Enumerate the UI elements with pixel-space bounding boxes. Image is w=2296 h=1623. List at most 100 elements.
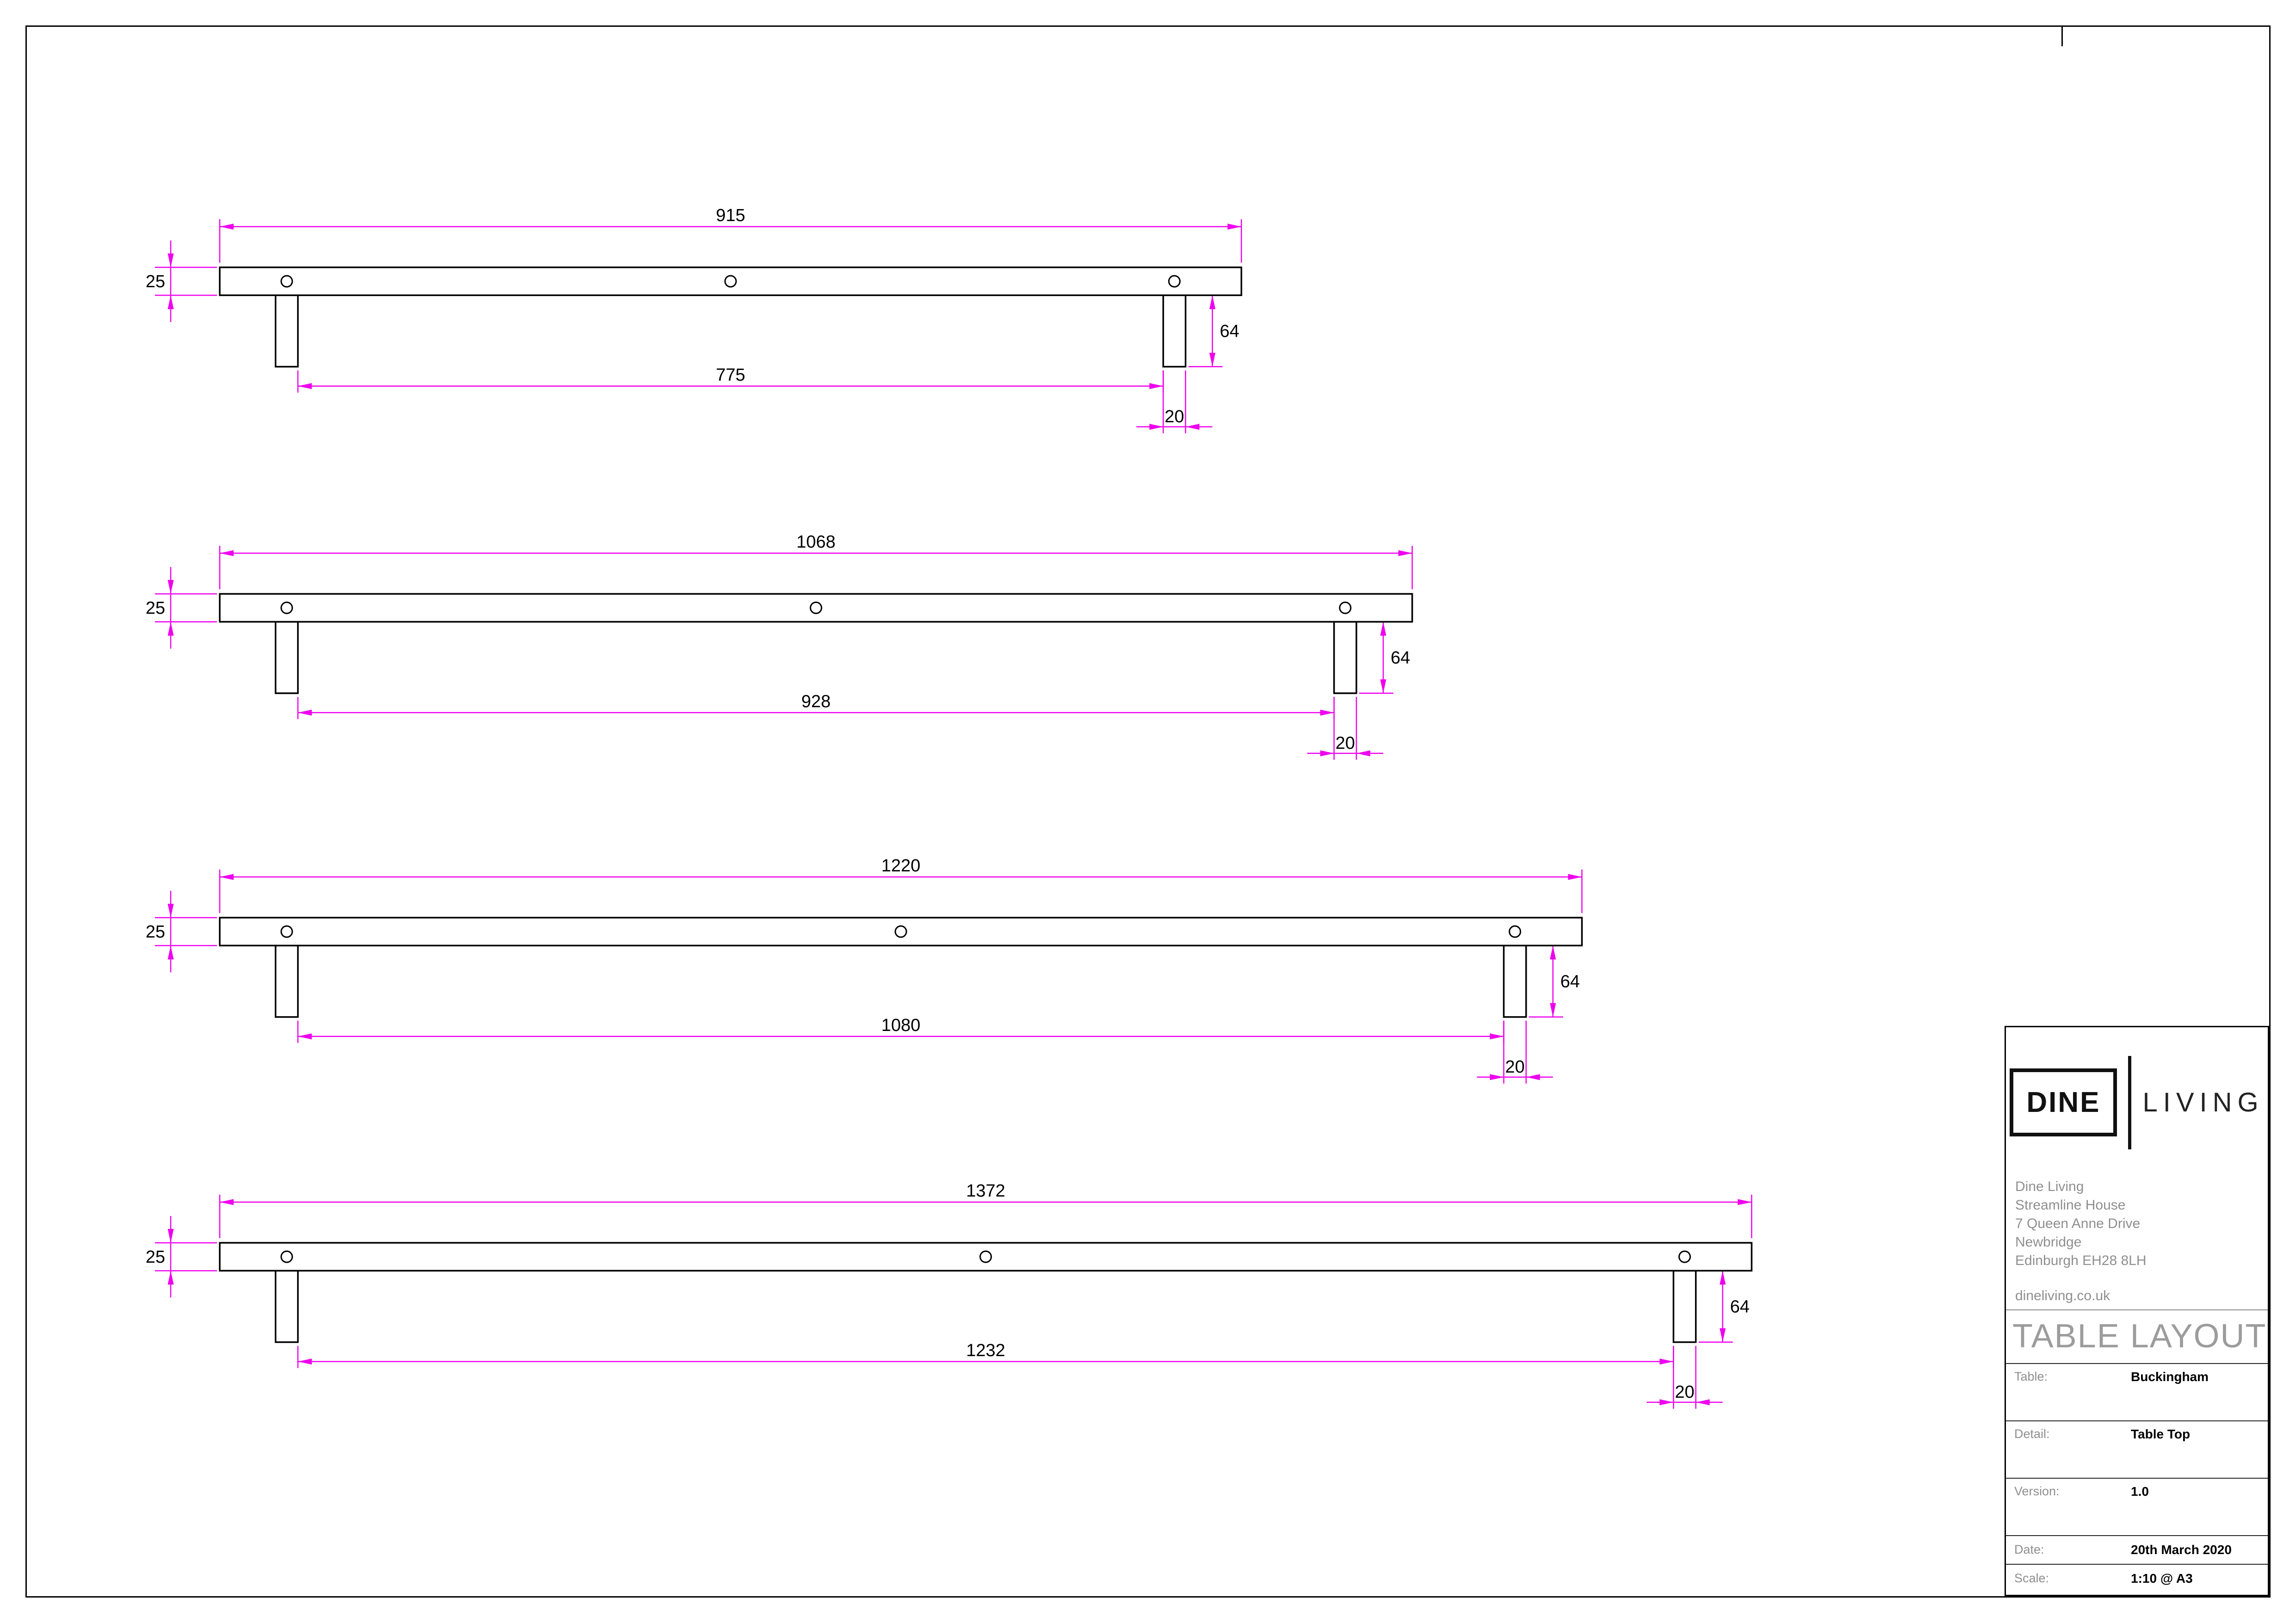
field-label: Scale: [2014, 1571, 2049, 1585]
dimension-label: 928 [801, 692, 830, 711]
dimension-label: 64 [1730, 1297, 1750, 1317]
table-leg-right [1672, 1270, 1697, 1343]
dimension-arrow [297, 710, 312, 716]
dimension-arrow [1149, 383, 1163, 389]
dimension-arrow [167, 580, 174, 594]
company-address: Dine Living Streamline House 7 Queen Ann… [2006, 1178, 2268, 1309]
dimension-label: 64 [1391, 648, 1410, 668]
fixing-hole [1678, 1250, 1691, 1263]
sheet-title: TABLE LAYOUT [2006, 1309, 2268, 1363]
field-value: Table Top [2131, 1427, 2191, 1441]
dimension-arrow [167, 904, 174, 918]
drawing-table-top-1372: 1372 25 64 1232 20 [146, 1181, 1753, 1409]
dimension-label: 1232 [966, 1341, 1005, 1360]
field-table: Table: Buckingham [2006, 1363, 2268, 1420]
dimension-arrow [1380, 679, 1386, 693]
dimension-label: 1372 [966, 1181, 1005, 1201]
field-value: 1:10 @ A3 [2131, 1571, 2193, 1586]
dimension-label: 20 [1675, 1382, 1694, 1402]
dimension-arrow [1320, 750, 1334, 757]
dimension-arrow [297, 1358, 312, 1365]
dimension-label: 1220 [881, 856, 921, 876]
logo-dine-text: DINE [2026, 1086, 2101, 1118]
dimension-arrow [1490, 1033, 1504, 1040]
dimension-arrow [1659, 1358, 1674, 1365]
fixing-hole [280, 275, 293, 288]
dimension-arrow [220, 550, 234, 556]
address-line: 7 Queen Anne Drive [2015, 1216, 2141, 1231]
dimension-arrow [1149, 424, 1163, 430]
field-detail: Detail: Table Top [2006, 1420, 2268, 1478]
fixing-hole [280, 925, 293, 938]
drawing-table-top-1220: 1220 25 64 1080 20 [146, 856, 1583, 1084]
dimension-arrow [1380, 622, 1386, 636]
dimension-label: 1080 [881, 1016, 921, 1035]
dimension-arrow [1720, 1328, 1726, 1342]
dimension-arrow [220, 1199, 234, 1205]
dimension-arrow [1320, 710, 1334, 716]
fixing-hole [1509, 925, 1522, 938]
dimension-arrow [167, 295, 174, 309]
fixing-hole [280, 1250, 293, 1263]
dimension-arrow [1398, 550, 1412, 556]
drawing-table-top-915: 915 25 64 775 20 [146, 206, 1243, 433]
dimension-arrow [1550, 945, 1556, 960]
dimension-arrow [220, 874, 234, 880]
title-block: DINE LIVING Dine Living Streamline House… [2005, 1026, 2269, 1596]
dimension-label: 775 [716, 365, 745, 385]
field-date: Date: 20th March 2020 [2006, 1535, 2268, 1564]
dimension-arrow [297, 1033, 312, 1040]
address-line: Dine Living [2015, 1179, 2084, 1194]
table-leg-left [274, 1270, 299, 1343]
dimension-label: 64 [1220, 322, 1239, 341]
field-value: Buckingham [2131, 1370, 2209, 1384]
table-leg-left [274, 621, 299, 694]
dimension-arrow [1526, 1074, 1540, 1080]
dimension-label: 915 [716, 206, 745, 225]
field-label: Date: [2014, 1543, 2044, 1556]
dimension-arrow [297, 383, 312, 389]
address-line: Streamline House [2015, 1197, 2126, 1213]
dimension-arrow [167, 1271, 174, 1285]
dimension-arrow [1659, 1399, 1674, 1406]
table-leg-right [1333, 621, 1357, 694]
trim-mark [2061, 27, 2063, 46]
dimension-arrow [1568, 874, 1582, 880]
dimension-arrow [1356, 750, 1370, 757]
dimension-arrow [1696, 1399, 1710, 1406]
dimension-arrow [167, 622, 174, 636]
dimension-label: 20 [1505, 1057, 1525, 1077]
dimension-arrow [1490, 1074, 1504, 1080]
dimension-label: 25 [146, 272, 165, 291]
field-label: Table: [2014, 1370, 2048, 1383]
fixing-hole [280, 601, 293, 614]
dimension-label: 64 [1560, 972, 1580, 992]
dimension-label: 20 [1164, 407, 1184, 426]
dimension-arrow [1720, 1271, 1726, 1285]
dimension-label: 25 [146, 922, 165, 942]
dimension-arrow [1227, 223, 1242, 230]
dimension-label: 1068 [797, 532, 836, 552]
table-top [219, 593, 1413, 623]
dimension-arrow [1738, 1199, 1752, 1205]
table-leg-left [274, 294, 299, 368]
address-line: Newbridge [2015, 1234, 2082, 1250]
field-label: Version: [2014, 1484, 2060, 1498]
table-leg-left [274, 944, 299, 1018]
dimension-arrow [1185, 424, 1200, 430]
dimension-arrow [1550, 1003, 1556, 1017]
field-label: Detail: [2014, 1427, 2050, 1441]
fixing-hole [894, 925, 907, 938]
field-value: 20th March 2020 [2131, 1543, 2232, 1557]
dimension-arrow [1209, 352, 1216, 367]
fixing-hole [724, 275, 737, 288]
dimension-label: 20 [1336, 734, 1355, 753]
dimension-arrow [167, 945, 174, 960]
field-scale: Scale: 1:10 @ A3 [2006, 1564, 2268, 1592]
dimension-arrow [167, 1229, 174, 1243]
logo-dine-box: DINE [2010, 1068, 2117, 1136]
dimension-arrow [220, 223, 234, 230]
dimension-label: 25 [146, 1247, 165, 1267]
